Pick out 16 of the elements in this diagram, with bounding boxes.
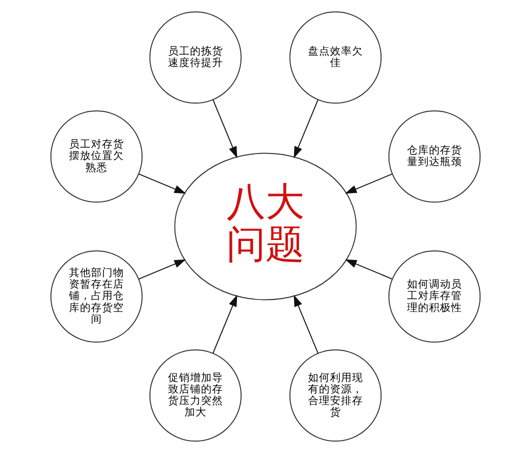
arrow — [344, 259, 392, 280]
node-circle: 如何调动员工对库存管理的积极性 — [388, 250, 480, 343]
arrow — [293, 294, 318, 354]
arrow — [212, 294, 237, 354]
arrow — [138, 259, 186, 280]
node-circle: 员工的拣货速度待提升 — [148, 11, 242, 104]
node-circle: 如何利用现有的资源，合理安排存货 — [288, 349, 382, 442]
arrow — [138, 173, 186, 194]
node-circle: 促销增加导致店铺的存货压力突然加大 — [148, 349, 242, 442]
arrow — [212, 99, 237, 158]
node-circle: 员工对存货摆放位置欠熟悉 — [50, 110, 142, 203]
node-circle: 其他部门物资暂存在店铺，占用仓库的存货空间 — [50, 250, 142, 343]
node-circle: 盘点效率欠佳 — [288, 11, 382, 104]
arrow — [293, 99, 318, 158]
node-circle: 仓库的存货量到达瓶颈 — [388, 110, 480, 203]
arrow — [344, 173, 392, 194]
